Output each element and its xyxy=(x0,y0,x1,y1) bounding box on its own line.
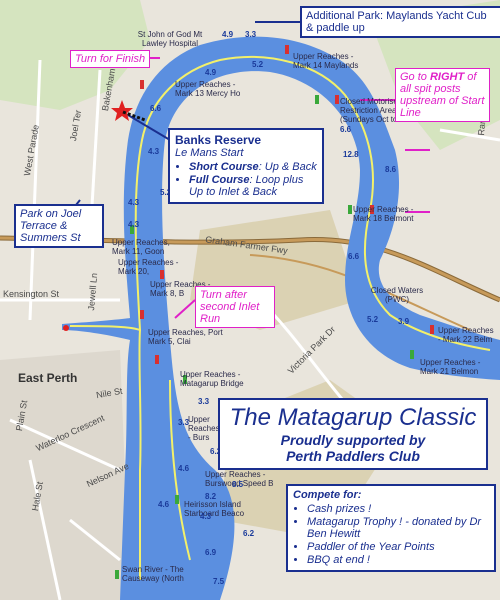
depth-label: 4.3 xyxy=(148,147,160,156)
callout-arrow xyxy=(127,114,171,141)
depth-label: 4.3 xyxy=(200,512,212,521)
title-line2: Perth Paddlers Club xyxy=(286,448,420,464)
callout-additional-park: Additional Park: Maylands Yacht Cub & pa… xyxy=(300,6,500,38)
place-swan-river: Swan River - The Causeway (North xyxy=(122,565,184,583)
depth-label: 3.9 xyxy=(398,317,410,326)
mark-label: Upper Reaches - Mark 20, xyxy=(118,258,179,276)
rank-road xyxy=(439,128,500,142)
depth-label: 8.5 xyxy=(232,480,244,489)
depth-label: 5.2 xyxy=(252,60,264,69)
depth-label: 4.3 xyxy=(128,198,140,207)
depth-label: 4.6 xyxy=(178,464,190,473)
red-marker-icon xyxy=(140,310,144,319)
mark-label: Closed Motorised Restriction Area (Sunda… xyxy=(340,97,403,124)
callout-turn-finish: Turn for Finish xyxy=(70,50,151,68)
red-marker-icon xyxy=(370,205,374,214)
mark-label: Upper Reaches - Mark 8, B xyxy=(150,280,211,298)
green-marker-icon xyxy=(183,375,187,384)
west-parade-road xyxy=(28,59,42,321)
inlet-turn-marker-icon xyxy=(63,325,69,331)
mark-label: Upper Reaches - Burswood Speed B xyxy=(205,470,274,488)
depth-label: 6.2 xyxy=(210,447,222,456)
compete-item: Paddler of the Year Points xyxy=(307,541,489,553)
depth-label: 4.6 xyxy=(158,500,170,509)
depth-label: 7.5 xyxy=(213,577,225,586)
green-marker-icon xyxy=(348,205,352,214)
red-marker-icon xyxy=(335,95,339,104)
callout-arrow-pink xyxy=(174,299,196,319)
depth-label: 6.6 xyxy=(150,104,162,113)
green-marker-icon xyxy=(115,570,119,579)
compete-item: Matagarup Trophy ! - donated by Dr Ben H… xyxy=(307,516,489,540)
depth-label: 4.3 xyxy=(128,220,140,229)
compete-heading: Compete for: xyxy=(293,489,362,501)
street-label: Kensington St xyxy=(3,289,60,299)
red-marker-icon xyxy=(160,270,164,279)
full-course-item: Full Course: Loop plus Up to Inlet & Bac… xyxy=(189,174,317,198)
green-marker-icon xyxy=(130,225,134,234)
depth-label: 3.3 xyxy=(198,397,210,406)
mark-label: Upper Reaches - Mark 18 Belmont xyxy=(353,205,414,223)
banks-reserve-subtitle: Le Mans Start xyxy=(175,147,244,159)
mark-label: Upper Reaches, Mark 11, Goon xyxy=(112,238,170,256)
depth-label: 6.9 xyxy=(205,548,217,557)
green-marker-icon xyxy=(315,95,319,104)
compete-item: BBQ at end ! xyxy=(307,554,489,566)
banks-reserve-box: Banks Reserve Le Mans Start Short Course… xyxy=(168,128,324,204)
urban-area xyxy=(0,350,130,600)
start-star-icon xyxy=(111,100,133,121)
mark-label: Upper Reaches - Burs xyxy=(188,415,220,442)
depth-label: 6.2 xyxy=(243,529,255,538)
place-heirisson: Heirisson Island Starboard Beaco xyxy=(184,500,245,518)
red-marker-icon xyxy=(430,325,434,334)
compete-list: Cash prizes ! Matagarup Trophy ! - donat… xyxy=(293,503,489,566)
green-marker-icon xyxy=(175,495,179,504)
compete-item: Cash prizes ! xyxy=(307,503,489,515)
green-marker-icon xyxy=(410,350,414,359)
mark-label: Upper Reaches - Mark 21 Belmon xyxy=(420,358,481,376)
depth-label: 6.6 xyxy=(348,252,360,261)
depth-label: 5.2 xyxy=(367,315,379,324)
short-course-item: Short Course: Up & Back xyxy=(189,161,317,173)
swan-river xyxy=(62,36,500,600)
start-line xyxy=(122,110,146,122)
banks-reserve-title: Banks Reserve xyxy=(175,133,262,147)
banks-course-list: Short Course: Up & Back Full Course: Loo… xyxy=(175,161,317,198)
depth-label: 8.2 xyxy=(205,492,217,501)
title-heading: The Matagarup Classic xyxy=(229,404,477,431)
depth-label: 4.9 xyxy=(222,30,234,39)
course-line-return xyxy=(169,379,191,561)
depth-label: 5.2 xyxy=(160,188,172,197)
mark-label: Upper Reaches - Mark 13 Mercy Ho xyxy=(175,80,241,98)
hale-road xyxy=(28,459,62,600)
title-box: The Matagarup Classic Proudly supported … xyxy=(218,398,488,470)
place-closed-waters: Closed Waters (PWC) xyxy=(370,286,424,304)
red-marker-icon xyxy=(155,355,159,364)
nelson-road xyxy=(69,518,121,562)
mark-label: Upper Reaches - Mark 22 Belm xyxy=(438,326,494,344)
callout-park-joel: Park on Joel Terrace & Summers St xyxy=(14,204,104,248)
depth-label: 6.6 xyxy=(340,125,352,134)
compete-box: Compete for: Cash prizes ! Matagarup Tro… xyxy=(286,484,496,572)
red-marker-icon xyxy=(140,80,144,89)
mark-label: Upper Reaches, Port Mark 5, Clai xyxy=(148,328,223,346)
depth-label: 8.6 xyxy=(385,165,397,174)
place-east-perth: East Perth xyxy=(18,371,78,385)
mark-label: Upper Reaches - Mark 14 Maylands xyxy=(293,52,359,70)
callout-go-right: Go to RIGHT of all spit posts upstream o… xyxy=(395,68,490,122)
mark-label: Upper Reaches - Matagarup Bridge xyxy=(180,370,244,388)
place-hospital: St John of God Mt Lawley Hospital xyxy=(137,30,203,48)
red-marker-icon xyxy=(285,45,289,54)
course-line xyxy=(69,56,491,580)
depth-label: 4.9 xyxy=(205,68,217,77)
depth-label: 12.8 xyxy=(343,150,359,159)
depth-label: 3.3 xyxy=(245,30,257,39)
depth-label: 3.3 xyxy=(178,418,190,427)
callout-turn-after-inlet: Turn after second Inlet Run xyxy=(195,286,275,328)
title-line1: Proudly supported by xyxy=(280,432,426,448)
waterloo-road xyxy=(9,418,121,472)
